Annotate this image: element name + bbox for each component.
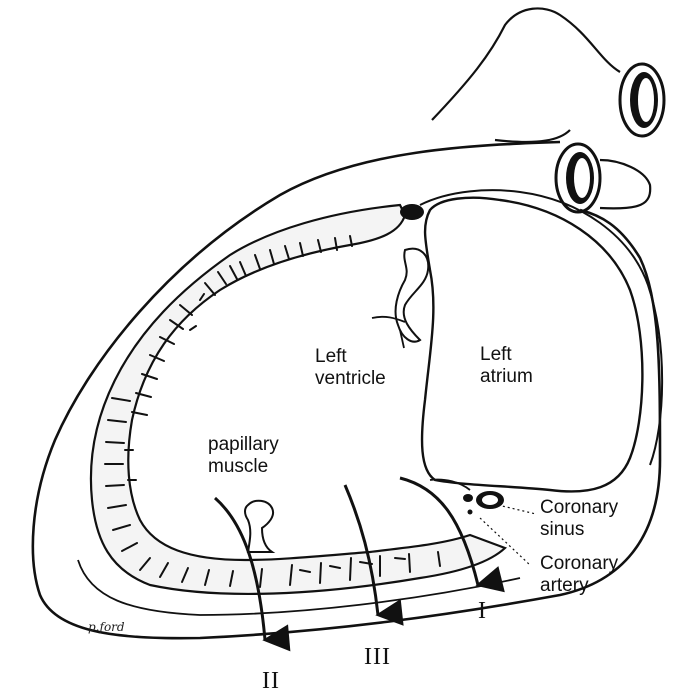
- arrow-iii: [345, 485, 378, 615]
- label-left-atrium: Left atrium: [480, 344, 533, 388]
- papillary-muscle-shape: [245, 501, 273, 552]
- pulmonary-artery-cross-section: [620, 64, 664, 136]
- mitral-valve: [396, 249, 429, 342]
- aortic-arch: [432, 8, 620, 142]
- vein-cross-section: [556, 144, 650, 212]
- label-papillary-muscle: papillary muscle: [208, 434, 279, 478]
- top-coronary-vessel: [400, 204, 424, 220]
- arrow-label-ii: II: [262, 668, 280, 695]
- arrow-label-i: I: [478, 598, 487, 625]
- arrow-label-iii: III: [364, 644, 391, 671]
- myocardium-striations: [105, 236, 440, 587]
- label-coronary-artery: Coronary artery: [540, 553, 618, 597]
- label-coronary-sinus: Coronary sinus: [540, 497, 618, 541]
- label-left-ventricle: Left ventricle: [315, 346, 386, 390]
- artist-signature: p.ford: [88, 620, 125, 634]
